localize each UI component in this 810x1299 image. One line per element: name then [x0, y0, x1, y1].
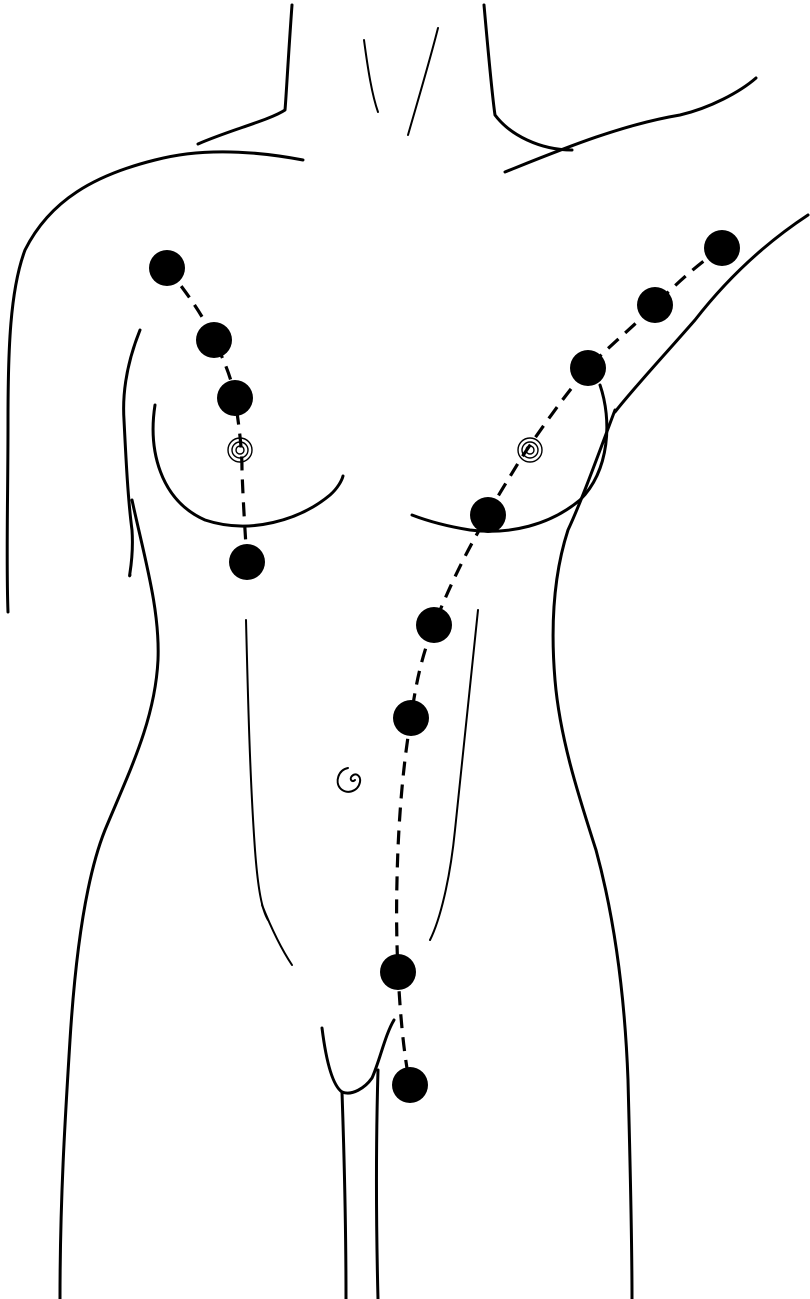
neck-right — [482, 3, 574, 152]
inner-thigh-right — [375, 1068, 380, 1299]
marker-point — [149, 250, 185, 286]
breast-right — [410, 383, 609, 533]
shoulder-left — [5, 150, 305, 614]
nipple-right — [517, 437, 543, 463]
torso-left-side — [58, 498, 160, 1299]
arm-right-lower — [613, 213, 810, 414]
marker-point — [217, 380, 253, 416]
marker-point — [416, 607, 452, 643]
marker-point — [196, 322, 232, 358]
groin — [320, 1018, 396, 1095]
abdomen-line-left — [245, 619, 269, 921]
navel — [336, 767, 362, 793]
breast-left — [151, 403, 345, 528]
neck-left — [196, 3, 294, 146]
marker-point — [393, 700, 429, 736]
inner-thigh-left — [340, 1090, 348, 1299]
axilla-left — [122, 328, 142, 578]
neck-muscle-left — [363, 39, 379, 113]
body-outline — [5, 3, 810, 1299]
marker-point — [470, 497, 506, 533]
marker-point — [380, 954, 416, 990]
neck-muscle-right — [407, 27, 439, 136]
shoulder-right — [503, 76, 758, 174]
abdomen-line-right — [429, 609, 479, 941]
marker-point — [570, 350, 606, 386]
dashed-route-right — [394, 246, 723, 1086]
marker-point — [229, 544, 265, 580]
torso-right-side — [551, 408, 634, 1299]
abdomen-line-left-lower — [261, 904, 293, 966]
marker-point — [637, 287, 673, 323]
marker-point — [392, 1067, 428, 1103]
marker-point — [704, 230, 740, 266]
